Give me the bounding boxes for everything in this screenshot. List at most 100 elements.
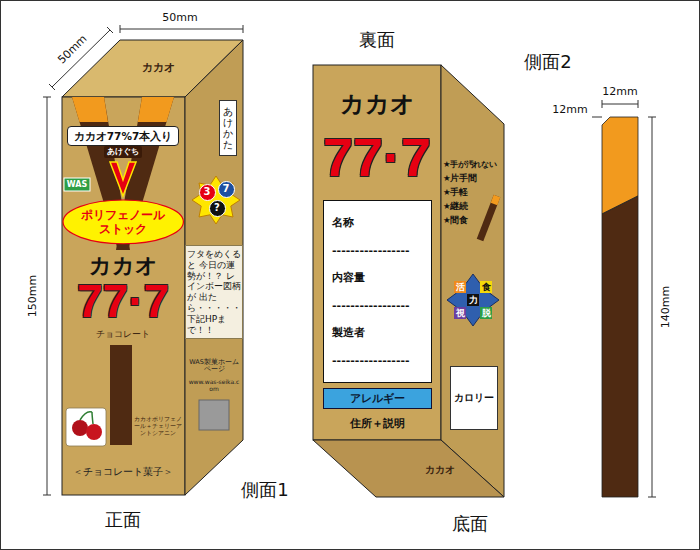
dimension-tick (648, 117, 656, 118)
badge-char: 活 (456, 282, 465, 292)
badge-square (454, 281, 466, 293)
circle-shape (209, 200, 225, 216)
dimension-line (47, 97, 48, 495)
text-group: フタをめくると 今日の運勢が！？ レインボー図柄が 出たら・・・・・ 下記HPま… (189, 249, 239, 335)
badge-square (454, 307, 466, 319)
brand-number: 77·7 (323, 126, 431, 188)
dimension: 12mm (602, 86, 637, 99)
feature-item: ★片手間 (443, 174, 476, 184)
badge-square (467, 294, 479, 306)
cherry-frame (66, 408, 106, 446)
node-text: あけかた (223, 106, 233, 150)
address-text: 住所＋説明 (350, 418, 405, 431)
logo-text: WAS (67, 180, 87, 189)
node-text: ----------------- (332, 299, 410, 312)
text-group: 名称-----------------内容量-----------------製… (332, 209, 410, 374)
stick-body (602, 196, 638, 497)
text-group: ポリフェノール ストック (79, 208, 167, 237)
ellipse-shape (63, 200, 183, 244)
url-text: www.was-seika.com (187, 379, 241, 393)
badge-char: 力 (469, 295, 478, 305)
back-face (313, 65, 441, 440)
allergy-bar: アレルギー (323, 388, 432, 409)
top-print: カカオ (142, 62, 175, 75)
starburst (192, 176, 240, 224)
category-text: ＜チョコレート菓子＞ (73, 467, 173, 478)
badge-char: 視 (456, 308, 465, 318)
badge-square (480, 307, 492, 319)
node-text: 名称 (332, 216, 354, 229)
dimension-line (592, 117, 602, 118)
cherry (86, 424, 102, 440)
cherry (72, 420, 88, 436)
stick-tip (138, 97, 174, 122)
node-text: ? (214, 202, 220, 214)
feature-item: ★継続 (443, 202, 468, 212)
dimension: 50mm (162, 12, 197, 25)
node-text: ポリフェノール ストック (79, 208, 167, 237)
text-group: カロリー (454, 392, 494, 404)
dimension-tick (243, 25, 244, 33)
qr-code (199, 400, 229, 430)
product-type: チョコレート (96, 329, 150, 339)
calorie-box: カロリー (450, 366, 498, 430)
lucky-circle: 7 (218, 181, 235, 198)
stick-tip (72, 97, 108, 122)
dimension-tick (638, 100, 639, 108)
view-name: 側面2 (524, 52, 571, 73)
dimension-tick (43, 495, 51, 496)
stick-icon-tip (494, 196, 497, 204)
view-name: 裏面 (359, 30, 395, 51)
dimension: 12mm (552, 104, 587, 117)
bottom-print: カカオ (425, 464, 455, 476)
dimension-line (652, 117, 653, 497)
stick-column (110, 345, 132, 445)
bottom-face (313, 440, 504, 497)
node-text: 3 (204, 186, 211, 198)
feature-item: ★手軽 (443, 188, 468, 198)
node-text: フタをめくると 今日の運勢が！？ レインボー図柄が 出たら・・・・・ 下記HPま… (187, 249, 241, 335)
label-ground (104, 146, 142, 158)
badge-square (480, 281, 492, 293)
dimension-tick (43, 97, 51, 98)
dimension-line (52, 30, 110, 87)
text-group: カカオ77%7本入り (74, 130, 172, 143)
text-group: あけかた (223, 106, 233, 150)
product-banner: カカオ77%7本入り (67, 126, 179, 147)
brand-number: 77·7 (77, 275, 169, 328)
dimension: 140mm (660, 286, 673, 328)
text-group: ? (214, 202, 220, 214)
dimension-tick (602, 100, 603, 108)
node-text: 7 (223, 183, 230, 195)
front-face (62, 97, 185, 495)
info-box: 名称-----------------内容量-----------------製… (323, 200, 432, 383)
node-text: カカオ77%7本入り (74, 130, 172, 143)
text-group: 3 (204, 186, 211, 198)
stick-icon (480, 196, 497, 240)
dimension-tick (49, 84, 55, 90)
fortune-panel: フタをめくると 今日の運勢が！？ レインボー図柄が 出たら・・・・・ 下記HPま… (185, 245, 243, 339)
logo-box (64, 178, 90, 191)
badge-burst (447, 274, 499, 326)
open-tab-box: あけかた (219, 100, 237, 156)
side-face (441, 65, 504, 497)
text-group: 7 (223, 183, 230, 195)
circle-shape (199, 184, 215, 200)
dimension-tick (648, 497, 656, 498)
feature-item: ★手が汚れない (443, 160, 496, 170)
dimension-tick (107, 27, 113, 33)
lucky-circle: 3 (199, 184, 216, 201)
badge-char: 脱 (482, 308, 491, 318)
badge-char: 食 (482, 282, 491, 292)
opening-mark: あけぐち (107, 147, 139, 156)
dimension-line (602, 104, 638, 105)
node-text: アレルギー (350, 392, 405, 405)
polyphenol-ellipse: ポリフェノール ストック (62, 199, 184, 245)
view-name: 底面 (452, 514, 488, 535)
dimension-tick (120, 25, 121, 33)
dimension: 150mm (27, 275, 40, 317)
node-text: 製造者 (332, 326, 365, 339)
v-mark (110, 162, 136, 196)
